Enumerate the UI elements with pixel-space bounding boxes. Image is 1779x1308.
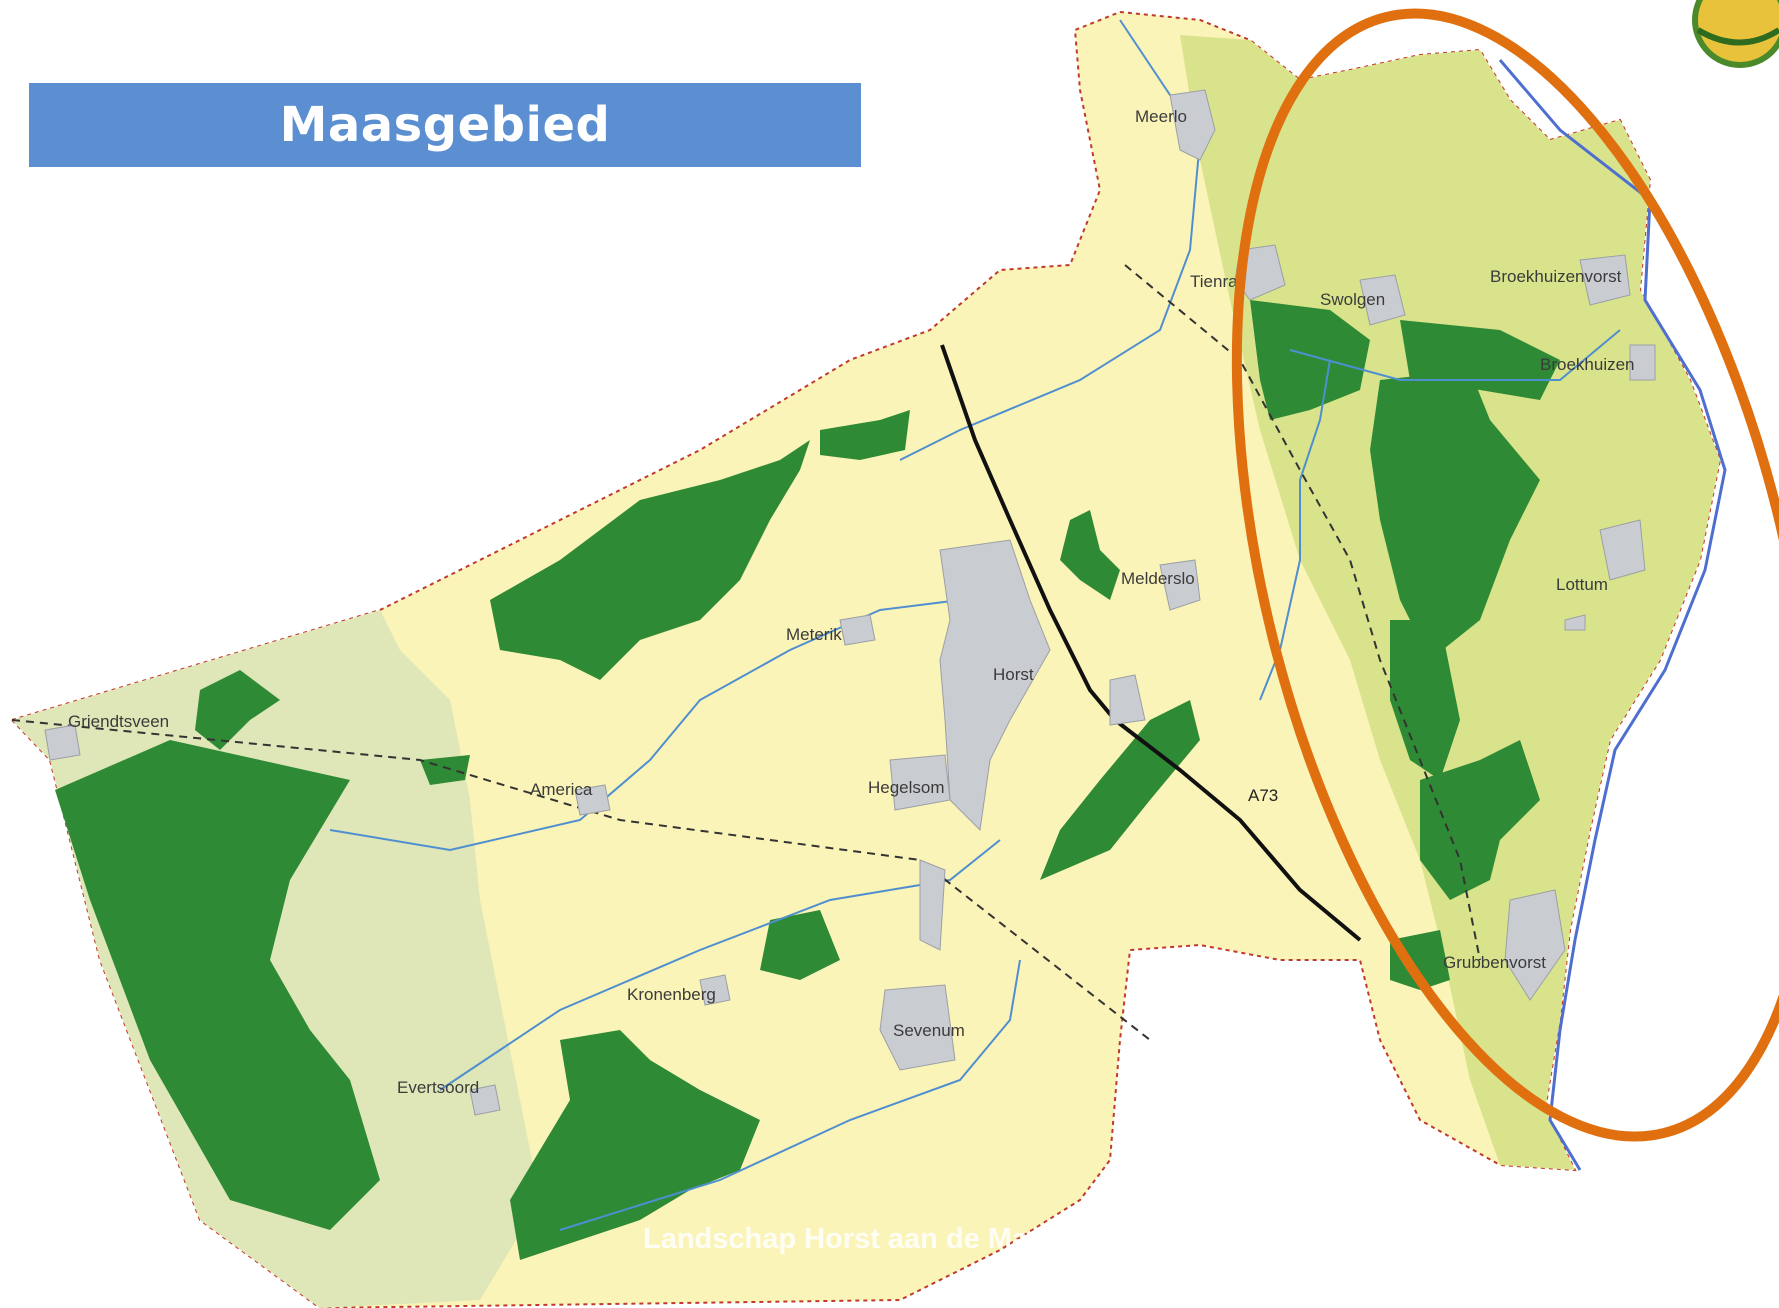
place-hegelsom: Hegelsom bbox=[868, 778, 945, 797]
title-banner: Maasgebied bbox=[29, 83, 861, 167]
place-meerlo: Meerlo bbox=[1135, 107, 1187, 126]
page-title: Maasgebied bbox=[279, 97, 611, 153]
place-horst: Horst bbox=[993, 665, 1034, 684]
place-grubbenvorst: Grubbenvorst bbox=[1443, 953, 1546, 972]
villages bbox=[44, 89, 1656, 1116]
railways bbox=[11, 264, 1481, 1041]
place-evertsoord: Evertsoord bbox=[397, 1078, 479, 1097]
place-broekhuizen: Broekhuizen bbox=[1540, 355, 1635, 374]
place-sevenum: Sevenum bbox=[893, 1021, 965, 1040]
place-griendtsveen: Griendtsveen bbox=[68, 712, 169, 731]
a73-highway bbox=[940, 344, 1362, 942]
place-broekhuizenvorst: Broekhuizenvorst bbox=[1490, 267, 1622, 286]
place-kronenberg: Kronenberg bbox=[627, 985, 716, 1004]
maas-river bbox=[1498, 59, 1727, 1171]
place-america: America bbox=[530, 780, 593, 799]
road-label-a73: A73 bbox=[1248, 786, 1278, 805]
forest-areas bbox=[55, 300, 1560, 1260]
place-tienray: Tienray bbox=[1190, 272, 1247, 291]
place-meterik: Meterik bbox=[786, 625, 842, 644]
place-melderslo: Melderslo bbox=[1121, 569, 1195, 588]
maas-highlight-ellipse bbox=[1231, 8, 1779, 1142]
place-lottum: Lottum bbox=[1556, 575, 1608, 594]
map-caption: Landschap Horst aan de Maas bbox=[643, 1223, 1060, 1255]
horst-aan-de-maas-logo bbox=[1692, 0, 1779, 68]
place-swolgen: Swolgen bbox=[1320, 290, 1385, 309]
